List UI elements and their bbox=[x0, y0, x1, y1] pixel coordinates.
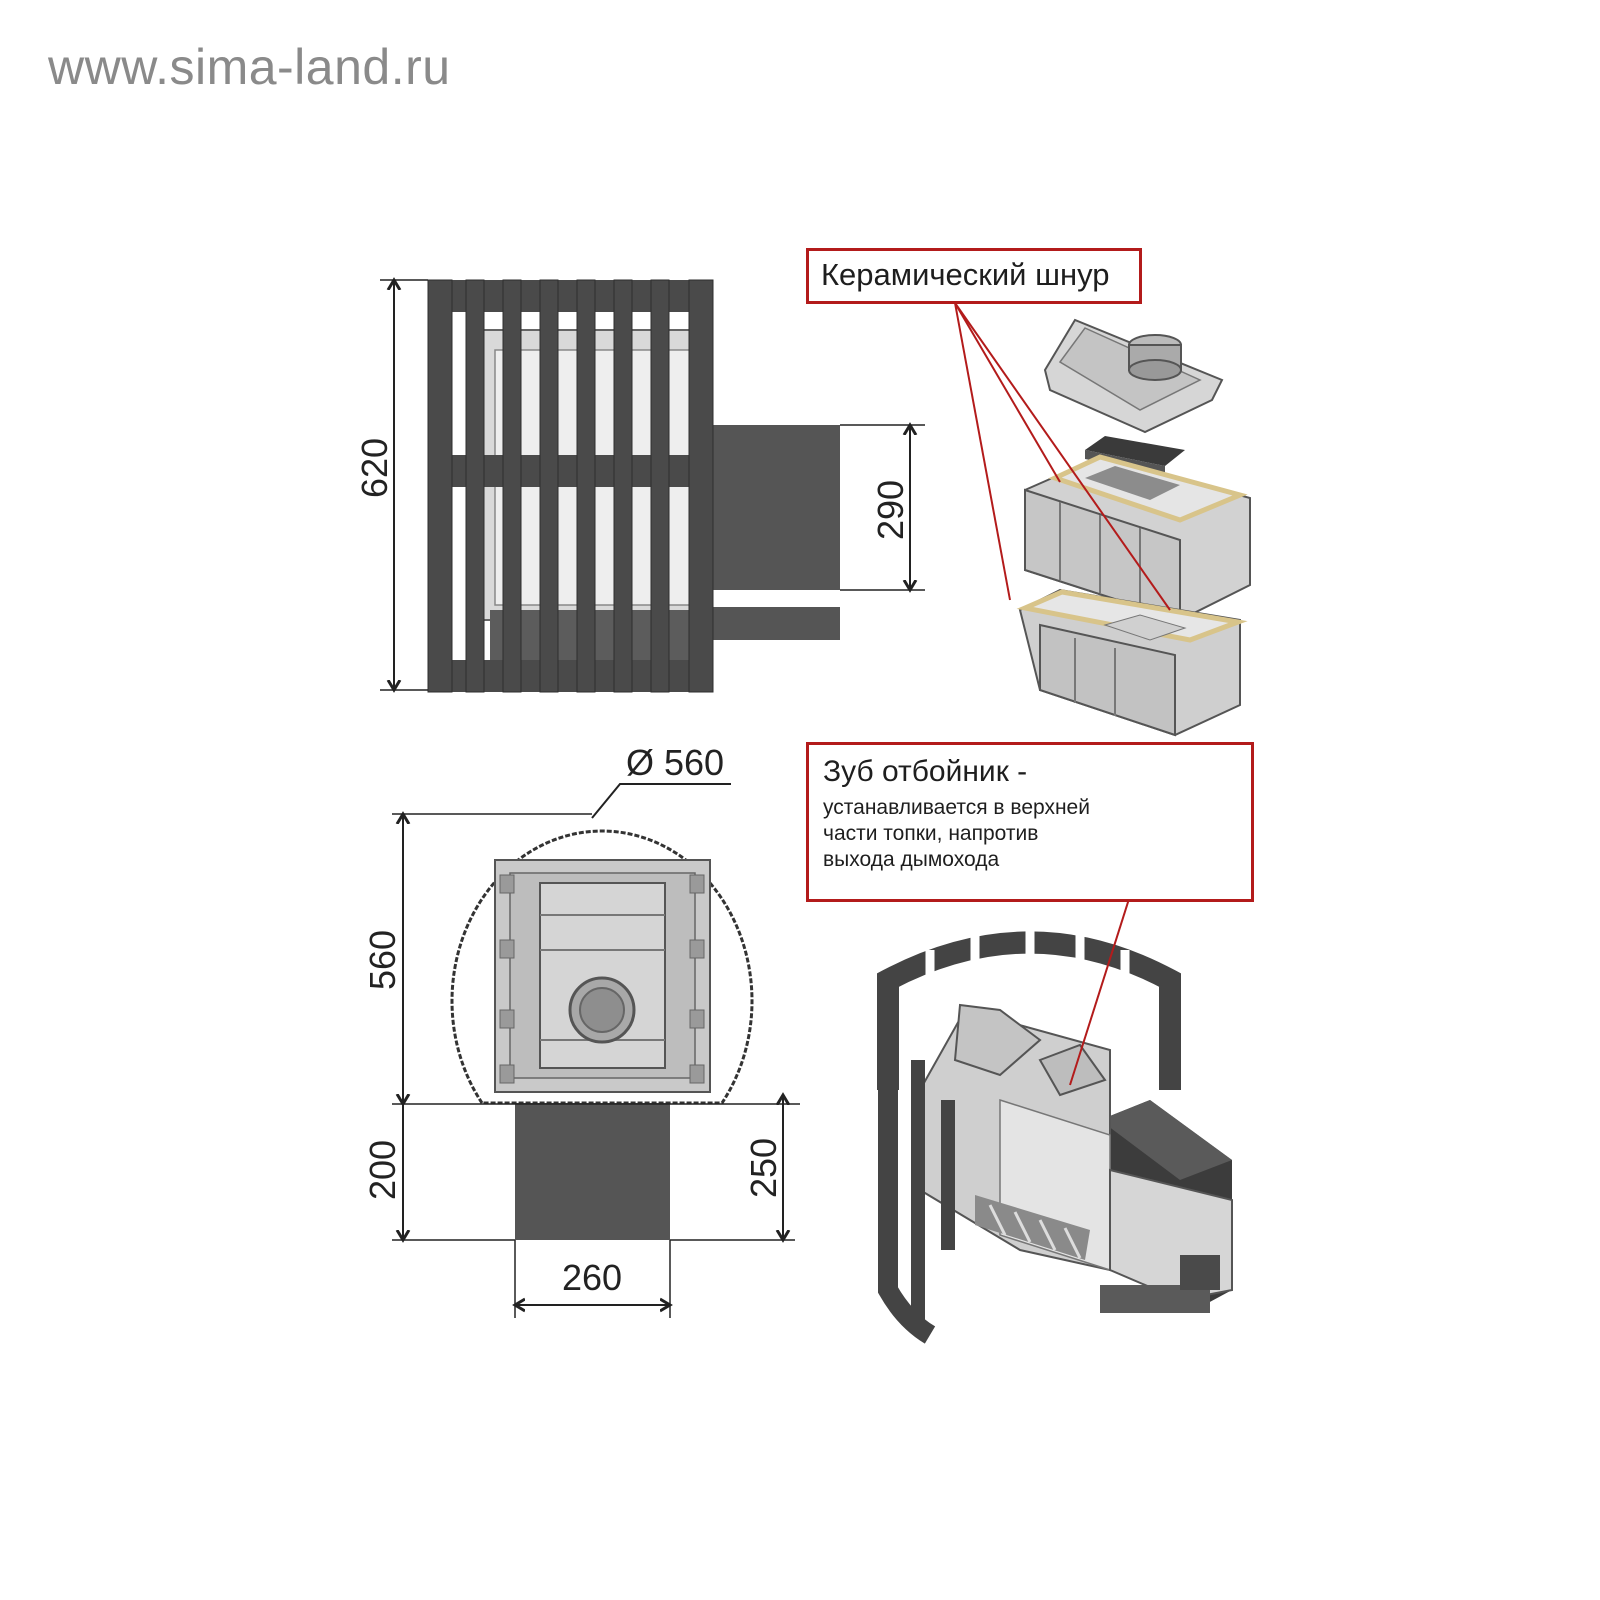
tooth-leader bbox=[1069, 879, 1136, 1086]
top-tunnel bbox=[515, 1095, 670, 1240]
site-watermark: www.sima-land.ru bbox=[48, 39, 451, 95]
dim-diameter: Ø 560 bbox=[626, 742, 724, 783]
callout-tooth-deflector: Зуб отбойник - устанавливается в верхней… bbox=[806, 742, 1254, 902]
front-tunnel-lower bbox=[710, 607, 840, 640]
gasket-plate bbox=[1085, 436, 1185, 466]
assembled-tooth bbox=[1038, 1043, 1107, 1097]
exploded-firebox bbox=[1016, 318, 1251, 737]
front-tunnel bbox=[710, 425, 840, 590]
dim-200: 200 bbox=[362, 1140, 403, 1200]
dim-250: 250 bbox=[743, 1138, 784, 1198]
dim-620: 620 bbox=[354, 438, 395, 498]
assembled-stove bbox=[877, 930, 1233, 1344]
ceramic-cord-leaders bbox=[954, 302, 1171, 611]
dim-560: 560 bbox=[362, 930, 403, 990]
callout-tooth-title: Зуб отбойник - bbox=[823, 755, 1028, 788]
callout-tooth-line-2: части топки, напротив bbox=[823, 822, 1039, 845]
dim-260: 260 bbox=[562, 1257, 622, 1298]
callout-tooth-line-1: устанавливается в верхней bbox=[823, 796, 1090, 819]
callout-ceramic-cord: Керамический шнур bbox=[806, 248, 1142, 304]
callout-tooth-line-3: выхода дымохода bbox=[823, 848, 1000, 871]
top-view: Ø 560 560 200 250 260 bbox=[362, 742, 800, 1318]
front-view: 620 290 bbox=[354, 280, 925, 692]
callout-ceramic-cord-text: Керамический шнур bbox=[821, 257, 1110, 292]
front-vertical-bars bbox=[427, 279, 714, 693]
dim-290: 290 bbox=[870, 480, 911, 540]
front-firebox-base bbox=[490, 610, 705, 660]
